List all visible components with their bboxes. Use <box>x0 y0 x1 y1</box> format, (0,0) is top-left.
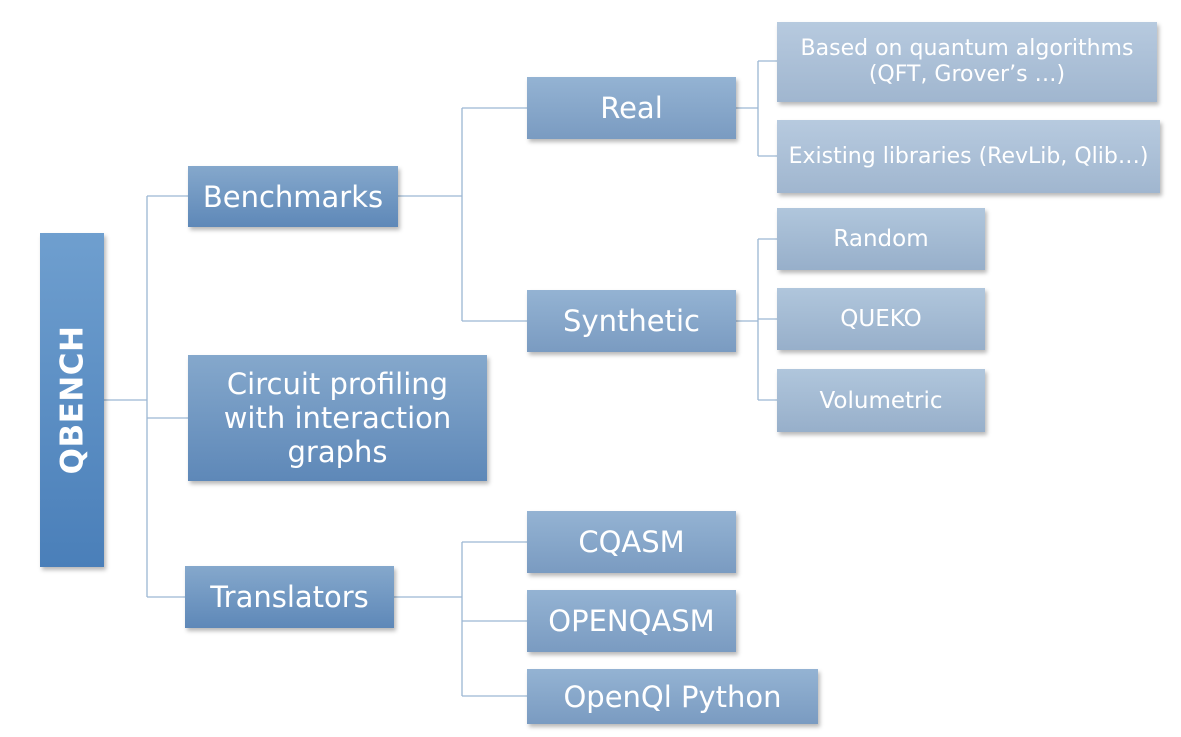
node-label: Existing libraries (RevLib, Qlib…) <box>788 143 1149 169</box>
node-cqasm: CQASM <box>527 511 736 573</box>
node-label: Random <box>833 226 929 252</box>
node-label: Synthetic <box>563 304 700 338</box>
node-circuit-profiling: Circuit profiling with interaction graph… <box>188 355 487 481</box>
node-benchmarks: Benchmarks <box>188 166 398 227</box>
node-volumetric: Volumetric <box>777 369 985 432</box>
node-label: Circuit profiling with interaction graph… <box>223 366 452 470</box>
node-label: Based on quantum algorithms (QFT, Grover… <box>800 36 1134 87</box>
node-openql-python: OpenQl Python <box>527 669 818 724</box>
node-label: QUEKO <box>840 306 922 332</box>
node-label: OPENQASM <box>548 604 715 638</box>
node-label: Volumetric <box>819 387 943 414</box>
node-random: Random <box>777 208 985 270</box>
root-node-qbench: QBENCH <box>40 233 104 567</box>
node-label: OpenQl Python <box>563 679 782 714</box>
node-label: CQASM <box>578 525 685 559</box>
node-label: Real <box>600 91 663 125</box>
node-synthetic: Synthetic <box>527 290 736 352</box>
node-existing-libraries: Existing libraries (RevLib, Qlib…) <box>777 120 1160 193</box>
node-translators: Translators <box>185 566 394 628</box>
node-quantum-algorithms: Based on quantum algorithms (QFT, Grover… <box>777 22 1157 102</box>
node-queko: QUEKO <box>777 288 985 350</box>
root-label: QBENCH <box>54 325 91 475</box>
node-label: Translators <box>210 580 369 614</box>
node-openqasm: OPENQASM <box>527 590 736 652</box>
node-real: Real <box>527 77 736 139</box>
node-label: Benchmarks <box>202 179 384 214</box>
